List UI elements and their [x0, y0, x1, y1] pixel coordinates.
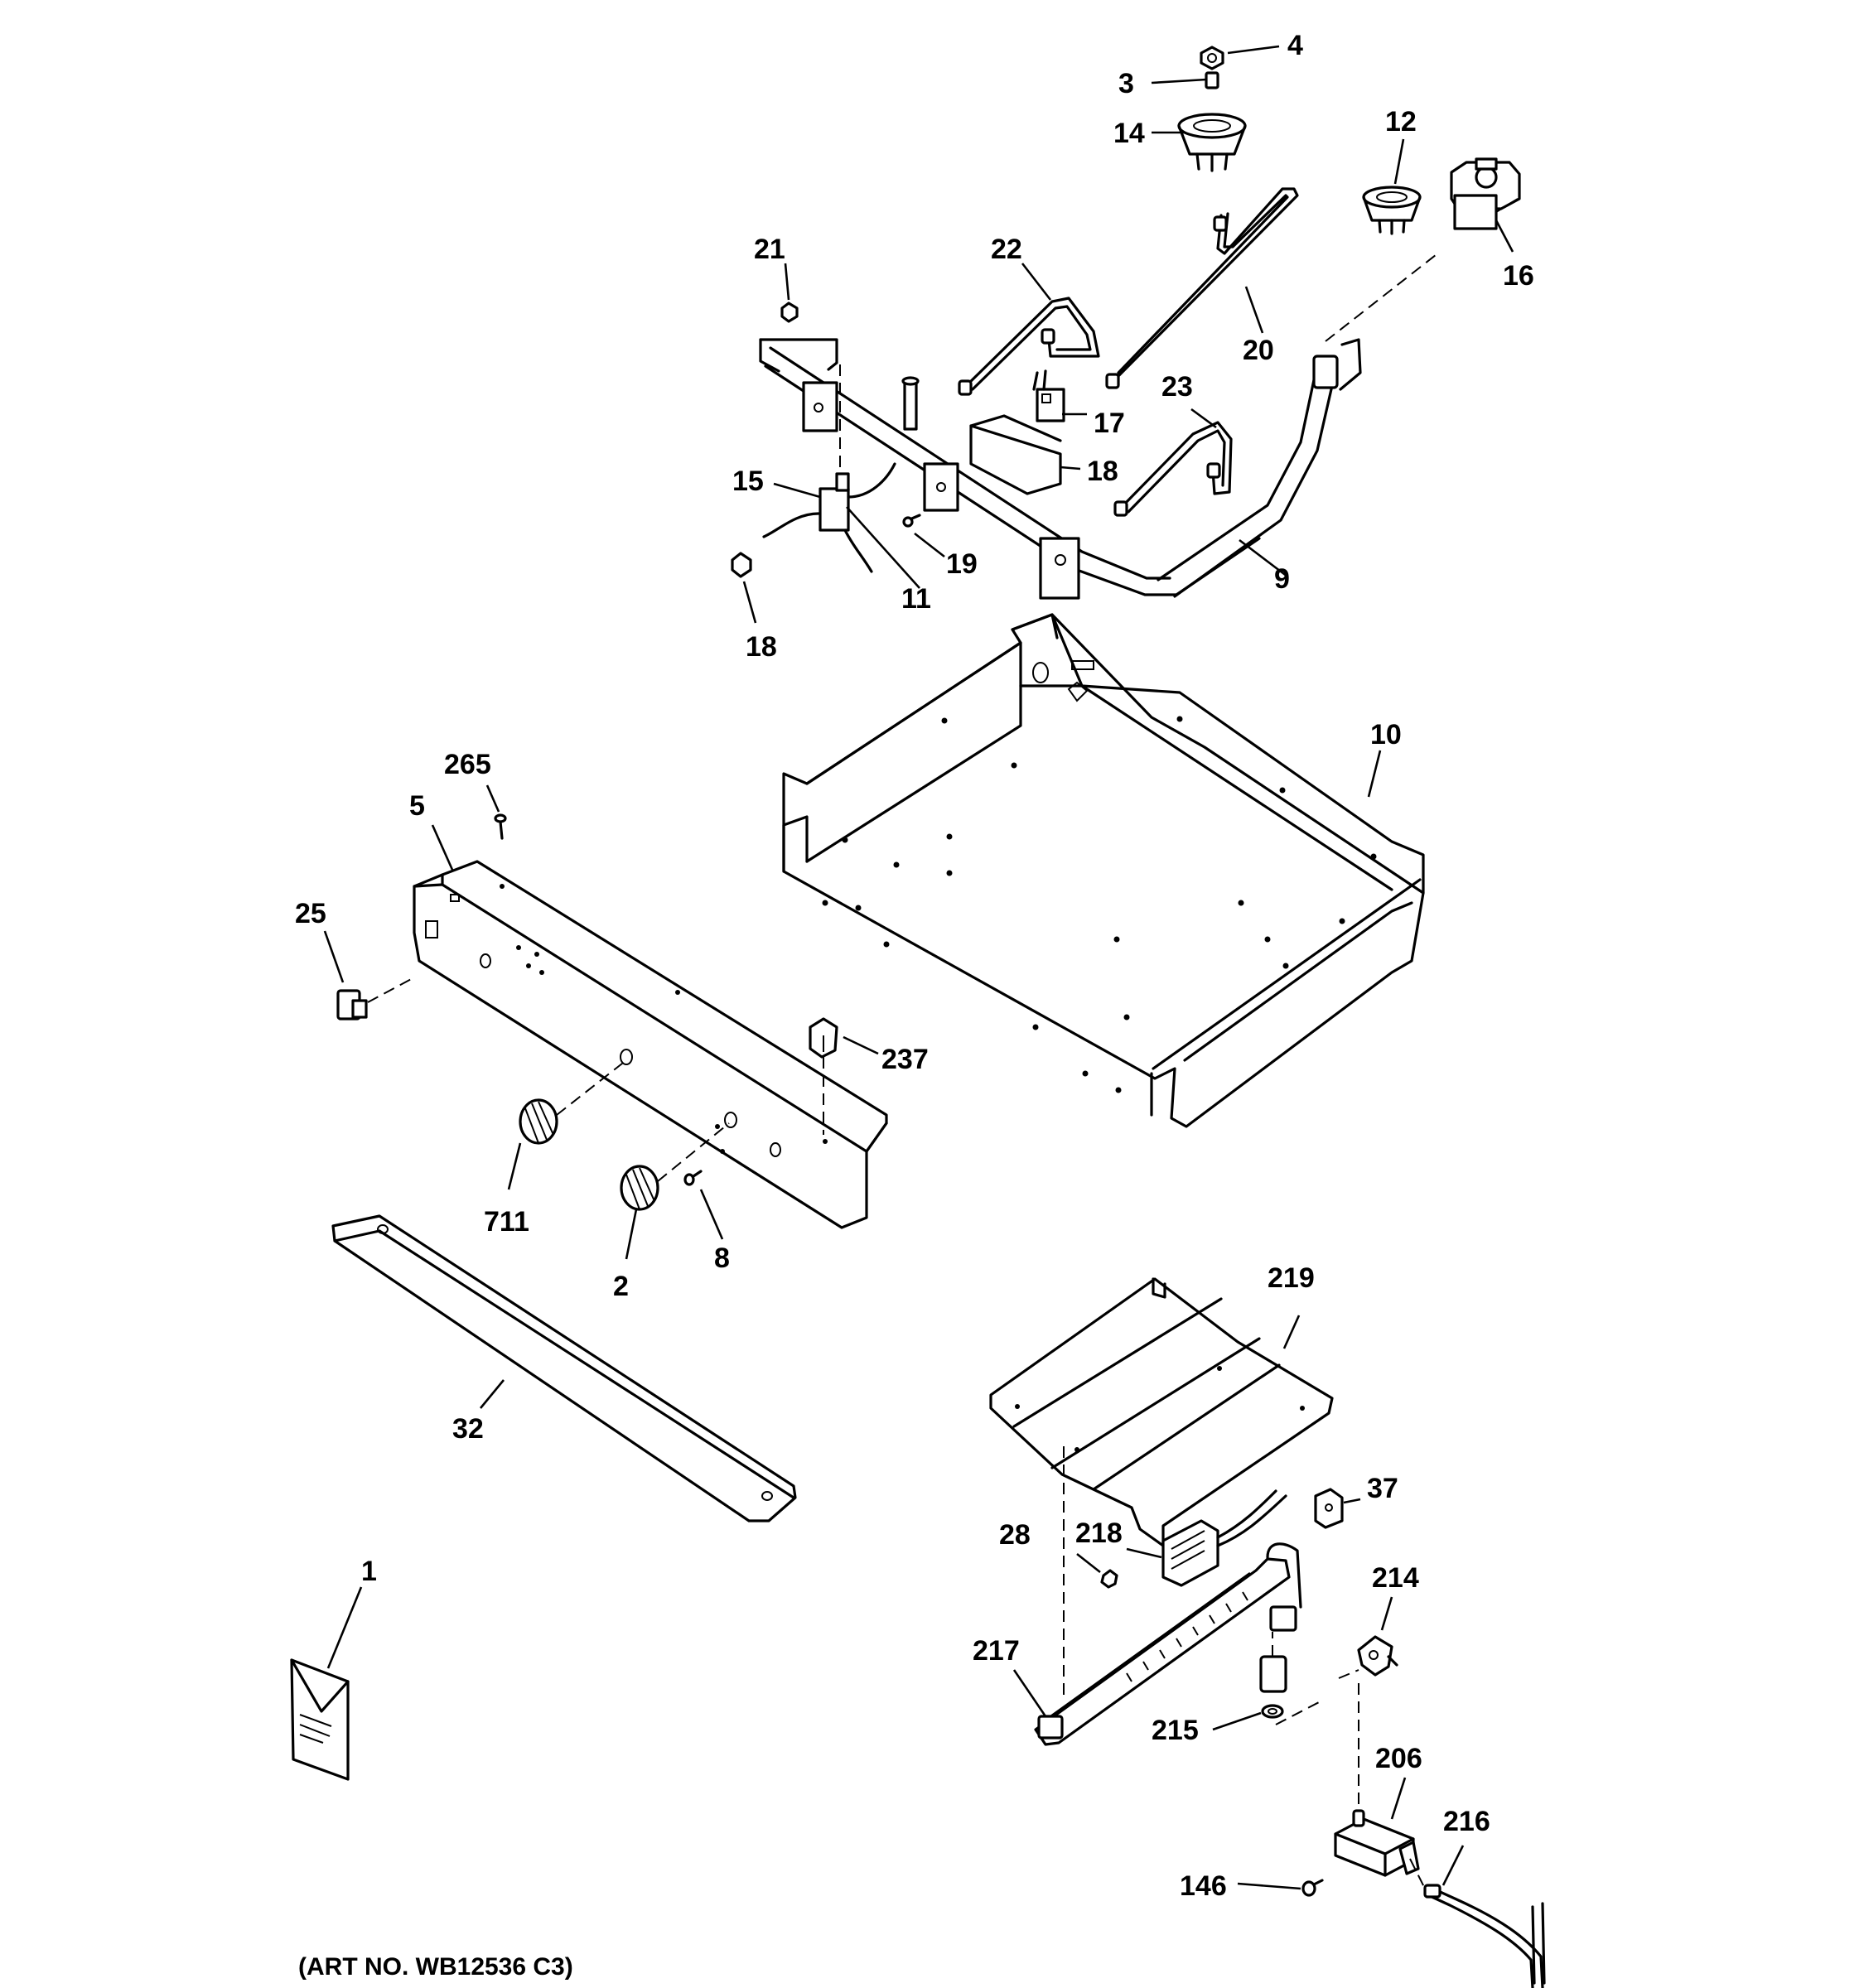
callout-19: 19 [946, 548, 978, 580]
callout-8: 8 [714, 1242, 730, 1274]
part-2-knob [620, 1122, 730, 1211]
callout-215: 214 [1372, 1562, 1419, 1594]
part-5-control-panel [413, 860, 888, 1229]
part-12-igniter-switch [762, 462, 896, 573]
part-11-burner-head [1177, 113, 1247, 172]
part-214-safety-valve [1334, 1809, 1420, 1877]
callout-206: 265 [444, 749, 491, 780]
callout-18-nut: 18 [746, 631, 777, 663]
part-22-gas-tube [958, 297, 1100, 396]
callout-4: 4 [1287, 30, 1303, 61]
callout-711: 711 [484, 1206, 529, 1238]
part-10-burner-head [1362, 186, 1422, 235]
part-8-screw [683, 1170, 703, 1186]
part-21-bolt [780, 302, 799, 323]
part-37-bracket [1314, 1488, 1344, 1529]
part-3-orifice [1205, 71, 1219, 89]
callout-5: 5 [409, 790, 425, 822]
manifold-rail [759, 338, 1261, 600]
callout-28: 28 [999, 1519, 1031, 1551]
callout-21: 21 [754, 234, 785, 265]
part-19-screw [902, 514, 921, 528]
callout-146: 237 [881, 1044, 929, 1075]
callout-217: 217 [973, 1635, 1020, 1667]
callout-219: 219 [1268, 1262, 1315, 1294]
part-265-screw [1301, 1879, 1324, 1897]
part-16-valve [1450, 157, 1521, 230]
part-20-gas-tube [1105, 187, 1299, 389]
part-23-gas-tube [1113, 421, 1233, 517]
callout-16: 16 [1503, 260, 1534, 292]
part-146-clip [809, 1017, 838, 1135]
part-216-orifice-holder [1259, 1632, 1321, 1725]
callout-2: 2 [613, 1271, 629, 1302]
part-215-igniter-bracket [1338, 1635, 1398, 1811]
callout-3: 3 [1118, 68, 1134, 99]
callout-20: 20 [1243, 335, 1274, 366]
callout-11: 14 [1113, 118, 1145, 149]
part-28-screw [1100, 1569, 1118, 1589]
callout-23: 23 [1161, 371, 1193, 403]
part-18-bracket [969, 414, 1062, 495]
part-4-nut [1200, 46, 1224, 70]
part-18-nut [731, 552, 752, 578]
callout-9: 10 [1370, 719, 1402, 750]
part-9-burner-box [782, 613, 1425, 1128]
manifold-stud [901, 376, 920, 431]
part-711-knob [519, 1059, 627, 1145]
part-25-clip [336, 977, 415, 1021]
callout-218: 218 [1075, 1518, 1123, 1549]
callout-32: 32 [452, 1413, 484, 1445]
part-218-spark-module [1161, 1489, 1287, 1587]
callout-14: 9 [1274, 563, 1290, 595]
part-206-screw [494, 813, 507, 840]
part-219-baffle [989, 1277, 1334, 1547]
burner-manifold-assembly [731, 46, 1521, 600]
callout-37: 37 [1367, 1473, 1398, 1504]
callout-17: 17 [1094, 408, 1125, 439]
part-1-manual [290, 1658, 350, 1781]
callout-25: 25 [295, 898, 326, 929]
part-32-trim-strip [331, 1214, 797, 1522]
part-14-pipe [1157, 338, 1362, 598]
callout-237: 216 [1443, 1806, 1490, 1837]
callout-leaders [323, 45, 1514, 1890]
callout-214: 206 [1375, 1743, 1422, 1774]
callout-18-bracket: 18 [1087, 456, 1118, 487]
callout-15: 11 [901, 583, 931, 615]
callout-10: 12 [1385, 106, 1417, 138]
callout-22: 22 [991, 234, 1022, 265]
callout-1: 1 [361, 1556, 377, 1587]
part-237-tube [1409, 1858, 1546, 1988]
callout-216: 215 [1152, 1715, 1199, 1746]
callout-265: 146 [1180, 1870, 1227, 1902]
part-17-switch [1032, 369, 1065, 422]
art-number: (ART NO. WB12536 C3) [298, 1953, 573, 1981]
callout-12: 15 [732, 466, 764, 497]
callout-labels: 4 3 14 12 16 20 21 22 23 17 18 15 19 11 … [295, 30, 1534, 1902]
part-217-oven-burner [1034, 1542, 1302, 1746]
